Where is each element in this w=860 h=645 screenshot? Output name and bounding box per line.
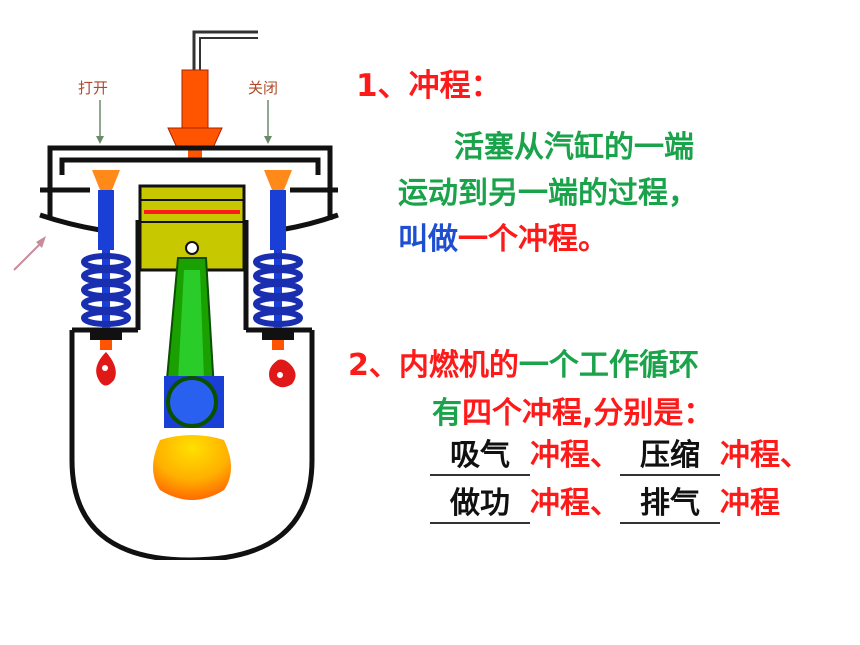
- label-close: 关闭: [248, 79, 278, 97]
- stroke-suffix-1: 冲程、: [530, 438, 620, 473]
- crankshaft: [164, 376, 224, 428]
- section1-heading: 1、冲程：: [356, 60, 502, 105]
- definition-line-1: 活塞从汽缸的一端: [454, 130, 694, 165]
- stroke-suffix-2: 冲程、: [720, 438, 810, 473]
- cylinder-head: [39, 145, 339, 233]
- answer-blank-compression: 压缩: [620, 430, 720, 476]
- stroke-suffix-4: 冲程: [720, 486, 780, 521]
- definition-line-2: 运动到另一端的过程，: [398, 176, 698, 211]
- answer-blank-intake: 吸气: [430, 430, 530, 476]
- section2-heading-part1: 内燃机的: [398, 348, 519, 383]
- section2-line2-part1: 有: [432, 396, 462, 431]
- section1-number: 1、: [356, 68, 409, 104]
- section2-heading-part2: 一个工作循环: [518, 348, 699, 383]
- section2-line2-part2: 四个冲程: [462, 396, 582, 431]
- counterweight: [153, 435, 231, 500]
- answer-blank-power: 做功: [430, 478, 530, 524]
- definition-line-3-part1: 叫做: [398, 222, 458, 257]
- answer-blank-exhaust: 排气: [620, 478, 720, 524]
- definition-line-3-part2: 一个冲程。: [458, 222, 608, 257]
- intake-valve: [81, 170, 131, 386]
- stroke-suffix-3: 冲程、: [530, 486, 620, 521]
- section2-number: 2、: [348, 348, 399, 383]
- spark-plug-wire: [192, 30, 258, 70]
- engine-cylinder-diagram: 打开 关闭: [13, 30, 339, 560]
- label-open: 打开: [78, 79, 108, 97]
- section2-heading: 2、内燃机的一个工作循环: [348, 340, 699, 384]
- strokes-row-2: 做功冲程、排气冲程: [430, 478, 780, 524]
- connecting-rod: [164, 257, 216, 391]
- exhaust-valve: [253, 170, 303, 388]
- strokes-row-1: 吸气冲程、压缩冲程、: [430, 430, 810, 476]
- definition-line-3: 叫做一个冲程。: [398, 214, 608, 258]
- section2-line2-part3: ,分别是：: [582, 396, 714, 431]
- section2-line2: 有四个冲程,分别是：: [432, 388, 713, 432]
- section1-title: 冲程：: [408, 68, 502, 104]
- spark-plug: [167, 69, 223, 160]
